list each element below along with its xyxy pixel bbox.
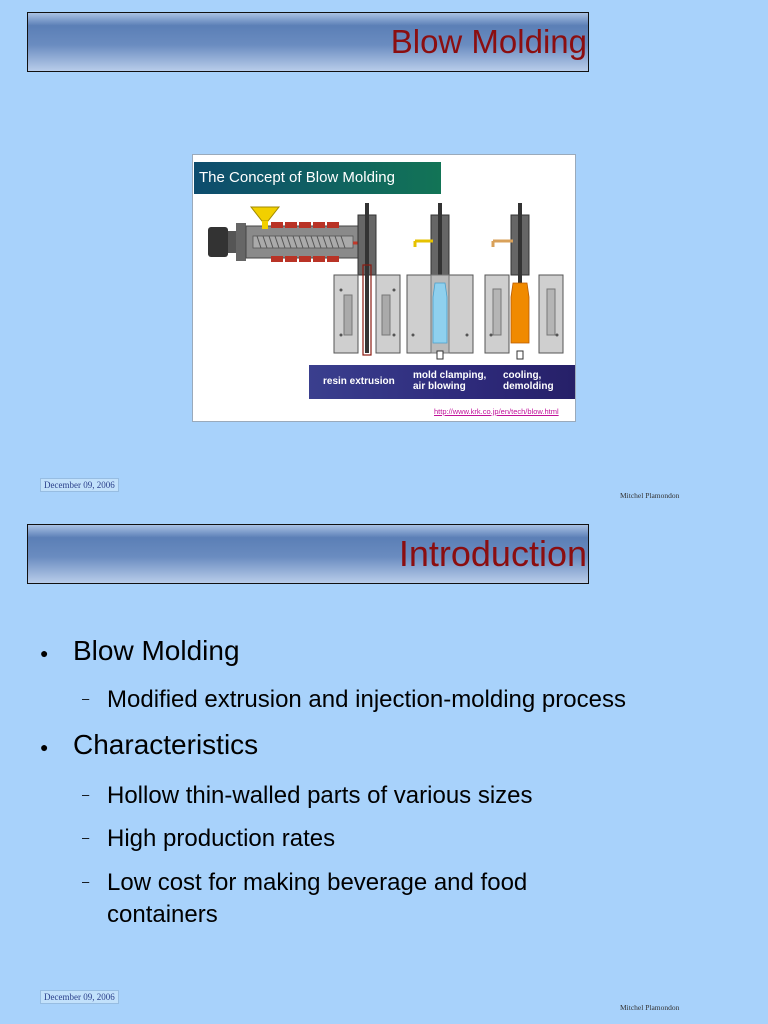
figure-source-link[interactable]: http://www.krk.co.jp/en/tech/blow.html	[434, 407, 559, 416]
figure-heading: The Concept of Blow Molding	[194, 162, 441, 194]
slide-blow-molding: Blow Molding	[27, 12, 680, 500]
blow-molding-diagram	[208, 203, 564, 360]
footer-date: December 09, 2006	[40, 990, 119, 1004]
sub-bullet-text: Modified extrusion and injection-molding…	[107, 686, 626, 713]
dash-icon: –	[82, 874, 90, 889]
slide-title: Blow Molding	[390, 23, 587, 60]
bottle-blowing	[432, 282, 448, 344]
bullet-text: Blow Molding	[73, 635, 240, 666]
sub-bullet-text: Hollow thin-walled parts of various size…	[107, 782, 533, 809]
bottle-cooling	[510, 282, 530, 344]
bullet-dot-icon: ●	[40, 644, 49, 661]
heater-bands	[271, 222, 339, 262]
sub-bullet-item: – Low cost for making beverage and food …	[82, 867, 622, 931]
dash-icon: –	[82, 691, 90, 706]
sub-bullet-text: Low cost for making beverage and food co…	[107, 869, 528, 928]
bullet-dot-icon: ●	[40, 738, 49, 755]
bullet-text: Characteristics	[73, 729, 259, 760]
stage-label-clamping: mold clamping, air blowing	[413, 370, 487, 392]
sub-bullet-text: High production rates	[107, 825, 336, 852]
footer-author: Mitchel Plamondon	[620, 491, 680, 500]
sub-bullet-item: – Modified extrusion and injection-moldi…	[82, 684, 742, 716]
footer-date: December 09, 2006	[40, 478, 119, 492]
bullet-item: ● Characteristics	[40, 729, 258, 761]
dash-icon: –	[82, 787, 90, 802]
hopper	[249, 206, 281, 222]
stage-label-extrusion: resin extrusion	[323, 376, 395, 387]
blow-molding-concept-figure: The Concept of Blow Molding resin extrus…	[192, 154, 576, 422]
slide-title-bar: Blow Molding	[27, 12, 589, 72]
slide-title-bar: Introduction	[27, 524, 589, 584]
stage-label-cooling: cooling, demolding	[503, 370, 554, 392]
dash-icon: –	[82, 830, 90, 845]
stage-label-band: resin extrusion mold clamping, air blowi…	[309, 365, 575, 399]
footer-author: Mitchel Plamondon	[620, 1003, 680, 1012]
slide-introduction: Introduction ● Blow Molding – Modified ex…	[0, 512, 768, 1024]
motor-block	[208, 227, 228, 257]
sub-bullet-item: – Hollow thin-walled parts of various si…	[82, 780, 742, 812]
slide-title: Introduction	[398, 533, 587, 574]
bullet-item: ● Blow Molding	[40, 635, 240, 667]
sub-bullet-item: – High production rates	[82, 823, 742, 855]
